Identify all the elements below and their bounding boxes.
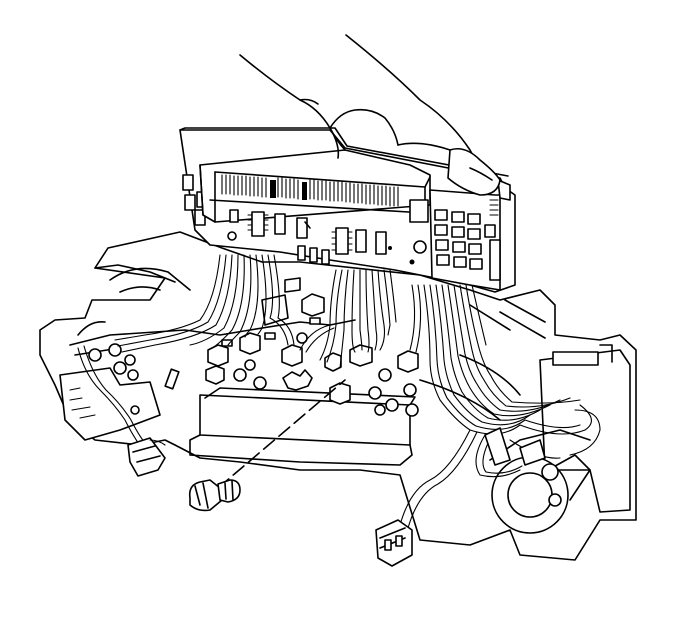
circuit-board [179, 127, 516, 293]
left-wire-harness [69, 345, 166, 477]
flex-circuit-center [299, 269, 397, 369]
right-harness-connector [375, 519, 413, 567]
flex-circuit-left [114, 254, 295, 353]
technician-hand [239, 34, 501, 196]
indicator-bulb [188, 379, 346, 512]
bulb-sockets [88, 293, 419, 417]
flex-circuit-right [399, 284, 601, 529]
